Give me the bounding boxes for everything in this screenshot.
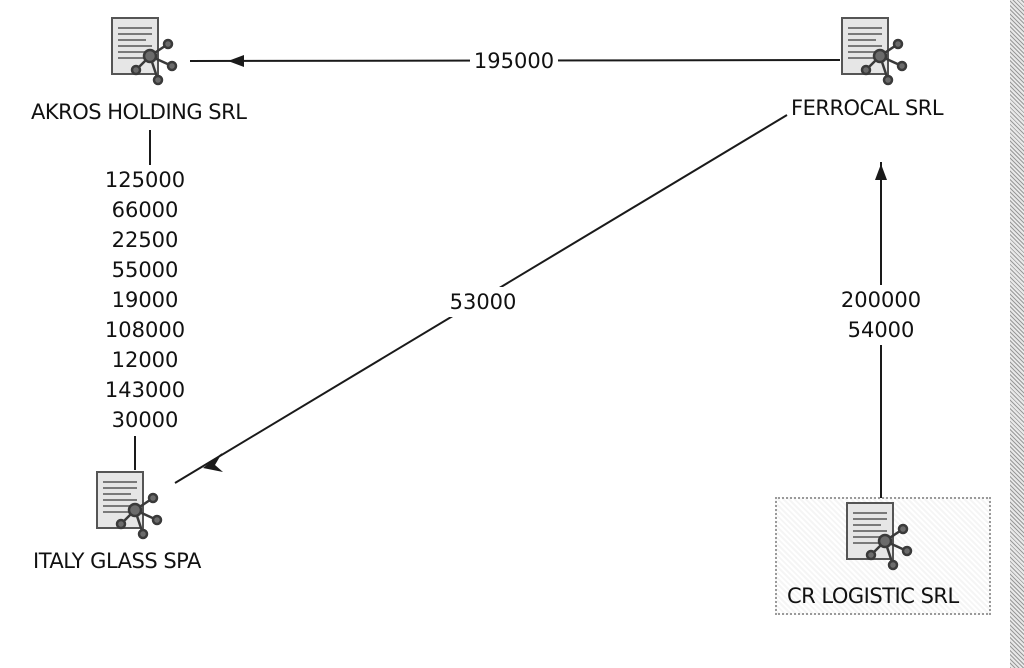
node-label-ferrocal[interactable]: FERROCAL SRL [790, 96, 945, 120]
document-network-icon[interactable] [838, 14, 914, 90]
edge-value: 108000 [104, 318, 186, 342]
edge-label-akros-italy: 125000 66000 22500 55000 19000 108000 12… [95, 165, 195, 435]
document-network-icon[interactable] [843, 499, 919, 575]
edge-value: 55000 [111, 258, 179, 282]
edge-value: 143000 [104, 378, 186, 402]
edge-value: 195000 [473, 49, 555, 73]
edge-label-ferrocal-italy: 53000 [445, 287, 521, 317]
node-label-akros[interactable]: AKROS HOLDING SRL [30, 100, 248, 124]
edge-value: 12000 [111, 348, 179, 372]
edge-value: 54000 [847, 318, 915, 342]
node-label-cr-logistic[interactable]: CR LOGISTIC SRL [787, 584, 959, 608]
window-edge [1010, 0, 1024, 668]
edge-value: 19000 [111, 288, 179, 312]
edge-value: 22500 [111, 228, 179, 252]
document-network-icon[interactable] [108, 14, 184, 90]
arrowhead-ferrocal [875, 164, 887, 180]
edge-value: 200000 [840, 288, 922, 312]
document-network-icon[interactable] [93, 468, 169, 544]
edge-value: 53000 [449, 290, 517, 314]
node-label-italy-glass[interactable]: ITALY GLASS SPA [32, 549, 202, 573]
arrowhead-italy [203, 453, 223, 472]
edge-value: 66000 [111, 198, 179, 222]
edge-value: 125000 [104, 168, 186, 192]
edge-label-ferrocal-akros: 195000 [470, 46, 558, 76]
arrowhead-akros [228, 55, 244, 67]
edge-label-cr-ferrocal: 200000 54000 [833, 285, 929, 345]
edge-value: 30000 [111, 408, 179, 432]
